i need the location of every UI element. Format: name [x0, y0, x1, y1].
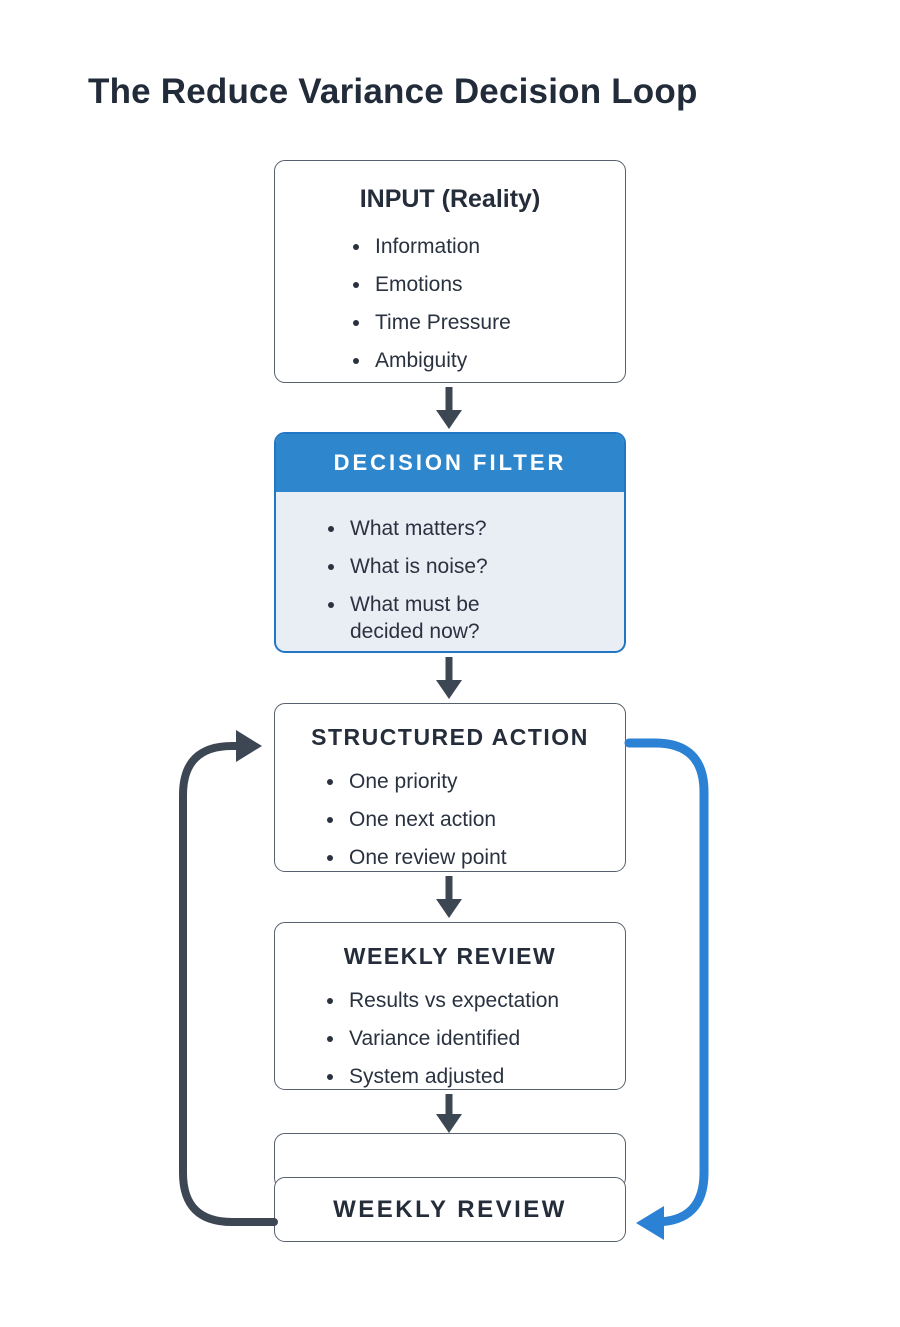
review-bullet-list: Results vs expectation Variance identifi…: [327, 988, 609, 1091]
bullet-icon: [328, 601, 334, 608]
list-item: Results vs expectation: [327, 988, 609, 1015]
bullet-icon: [328, 563, 334, 570]
weekly-review-title: WEEKLY REVIEW: [343, 943, 557, 969]
list-item: System adjusted: [327, 1064, 609, 1091]
loop-box: WEEKLY REVIEW: [274, 1177, 626, 1242]
list-item: What is noise?: [328, 554, 604, 581]
loop-arrow-left-icon: [179, 730, 278, 1226]
list-item: Emotions: [353, 272, 605, 299]
list-item: One next action: [327, 807, 605, 834]
page-title: The Reduce Variance Decision Loop: [88, 72, 698, 111]
loop-box-title: WEEKLY REVIEW: [333, 1195, 567, 1223]
filter-bullet-list: What matters? What is noise? What must b…: [328, 516, 604, 646]
bullet-icon: [327, 854, 333, 861]
list-item: One priority: [327, 769, 605, 796]
loop-arrow-right-icon: [624, 738, 709, 1240]
decision-filter-body: What matters? What is noise? What must b…: [276, 492, 624, 646]
down-arrow-icon: [436, 387, 462, 429]
decision-filter-title: DECISION FILTER: [333, 450, 567, 475]
down-arrow-icon: [436, 657, 462, 699]
input-box: INPUT (Reality) Information Emotions Tim…: [274, 160, 626, 383]
bullet-icon: [353, 281, 359, 288]
list-item: What matters?: [328, 516, 604, 543]
bullet-icon: [327, 998, 333, 1004]
structured-action-box: STRUCTURED ACTION One priority One next …: [274, 703, 626, 872]
weekly-review-box: WEEKLY REVIEW Results vs expectation Var…: [274, 922, 626, 1090]
action-bullet-list: One priority One next action One review …: [327, 769, 605, 872]
down-arrow-icon: [436, 876, 462, 918]
list-item: One review point: [327, 845, 605, 872]
bullet-icon: [353, 319, 359, 326]
bullet-icon: [327, 816, 333, 823]
list-item: Time Pressure: [353, 310, 605, 337]
decision-filter-header: DECISION FILTER: [276, 434, 624, 492]
bullet-icon: [327, 779, 333, 785]
bullet-icon: [353, 244, 359, 250]
list-item: Variance identified: [327, 1026, 609, 1053]
input-bullet-list: Information Emotions Time Pressure Ambig…: [353, 234, 605, 375]
decision-filter-box: DECISION FILTER What matters? What is no…: [274, 432, 626, 653]
bullet-icon: [327, 1073, 333, 1080]
bullet-icon: [327, 1035, 333, 1042]
list-item: Information: [353, 234, 605, 261]
input-box-title: INPUT (Reality): [359, 185, 541, 213]
bullet-icon: [353, 357, 359, 364]
bullet-icon: [328, 526, 334, 532]
list-item: What must be decided now?: [328, 592, 604, 646]
structured-action-title: STRUCTURED ACTION: [311, 724, 589, 750]
down-arrow-icon: [436, 1094, 462, 1133]
list-item: Ambiguity: [353, 348, 605, 375]
